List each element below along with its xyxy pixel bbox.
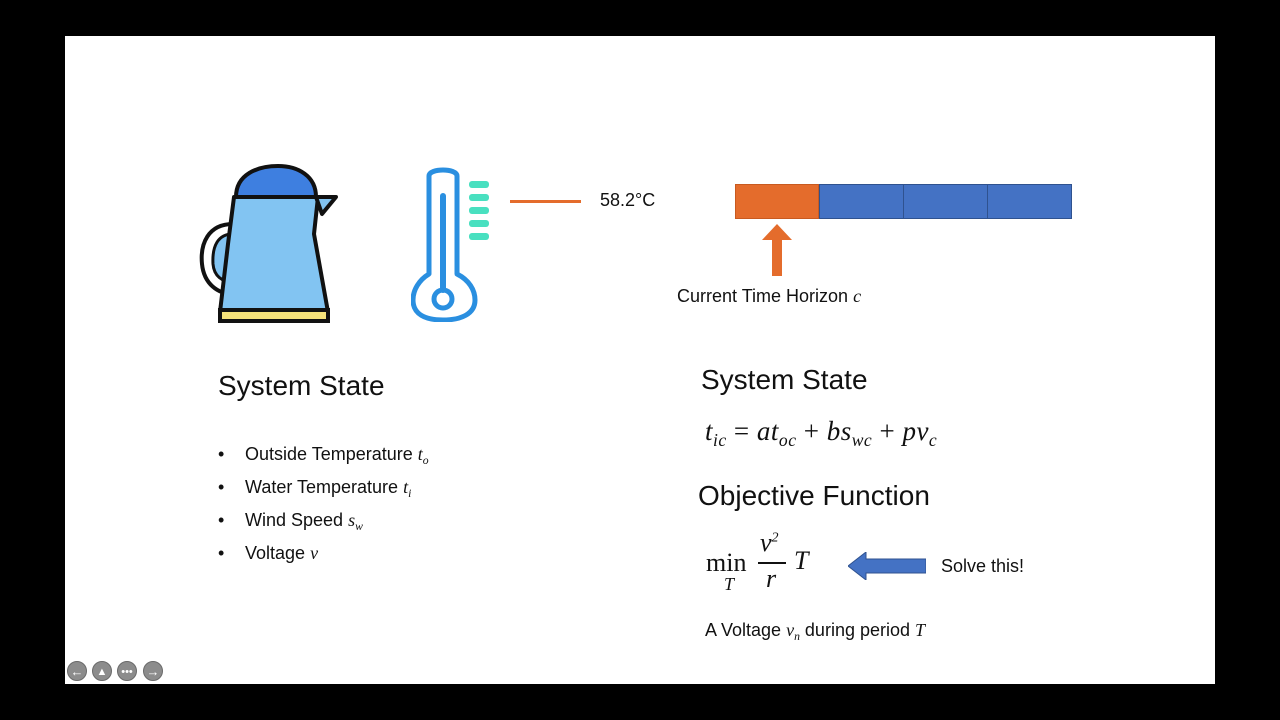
list-item: Water Temperature ti	[218, 474, 429, 507]
system-state-heading-right: System State	[701, 364, 868, 395]
objective-formula: min T v2 r T	[706, 528, 826, 598]
thermometer-icon	[411, 167, 489, 322]
time-horizon-var: c	[853, 286, 862, 306]
arrow-left-icon[interactable]: ←	[67, 661, 87, 681]
solve-label: Solve this!	[941, 556, 1025, 576]
kettle-icon	[199, 164, 338, 323]
temperature-reading: 58.2°C	[600, 190, 656, 210]
timeline-bar	[735, 184, 1072, 219]
state-equation: tic = atoc + bswc + pvc	[705, 416, 938, 451]
slide-canvas: 58.2°C Current Time Horizon c System Sta…	[65, 36, 1215, 684]
list-item: Wind Speed sw	[218, 507, 429, 540]
voltage-caption: A Voltage vn during period T	[705, 620, 926, 644]
fraction-denominator: r	[766, 564, 777, 593]
timeline-segment	[819, 184, 904, 219]
arrow-up-icon	[762, 224, 792, 276]
period-variable: T	[794, 546, 809, 575]
objective-function-heading: Objective Function	[698, 480, 930, 511]
more-icon[interactable]: •••	[117, 661, 137, 681]
min-subscript: T	[724, 574, 735, 594]
pen-icon[interactable]: ▲	[92, 661, 112, 681]
min-operator: min	[706, 548, 747, 577]
timeline-segment	[987, 184, 1072, 219]
fraction-bar	[758, 562, 786, 564]
time-horizon-label: Current Time Horizon c	[677, 286, 861, 307]
time-horizon-text: Current Time Horizon	[677, 286, 854, 306]
list-item: Voltage v	[218, 540, 429, 573]
reading-connector-line	[510, 200, 581, 203]
list-item: Outside Temperature to	[218, 441, 429, 474]
system-state-heading-left: System State	[218, 370, 385, 401]
timeline-segment	[903, 184, 988, 219]
arrow-left-pointer-icon	[848, 552, 926, 580]
timeline-segment-current	[735, 184, 819, 219]
state-variable-list: Outside Temperature to Water Temperature…	[218, 441, 429, 573]
fraction-numerator: v2	[760, 528, 779, 557]
arrow-right-icon[interactable]: →	[143, 661, 163, 681]
